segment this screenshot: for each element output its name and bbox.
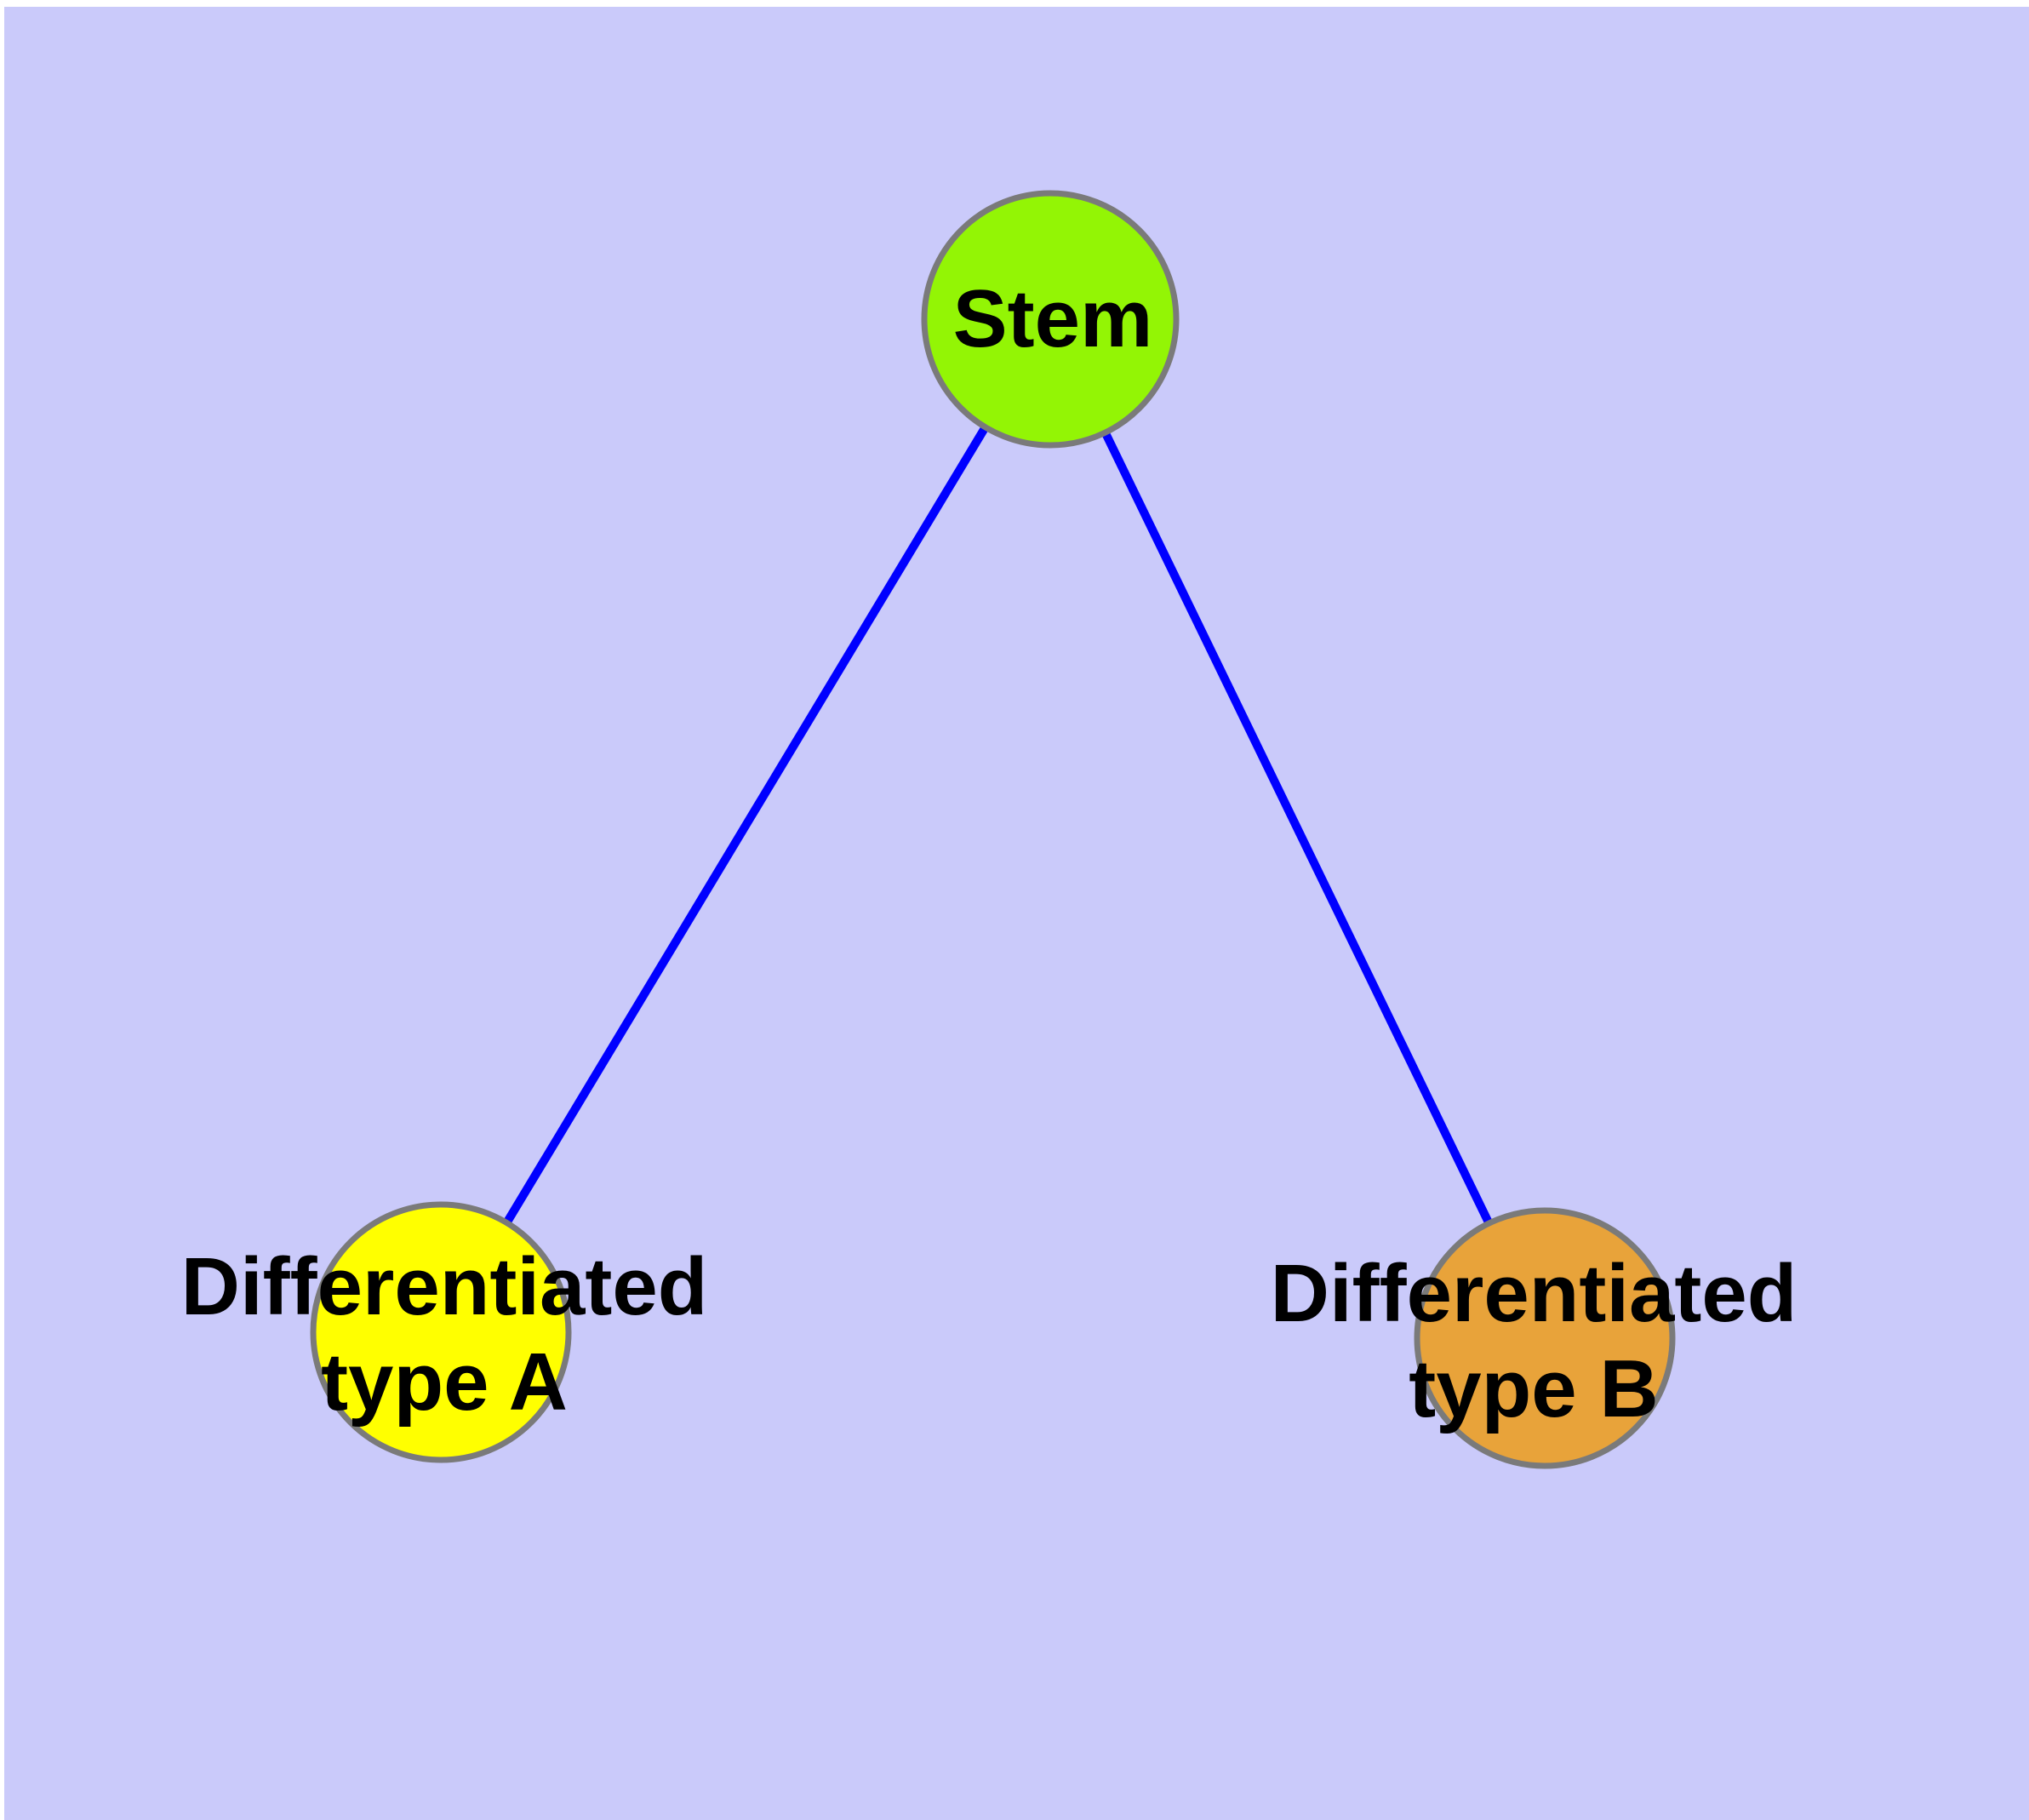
edge-stem-to-type-a	[437, 317, 1055, 1335]
diagram-panel: Stem Differentiated type A Differentiate…	[4, 7, 2029, 1820]
graph-svg	[310, 190, 1676, 1469]
node-label-differentiated-type-a: Differentiated type A	[180, 1241, 708, 1428]
node-differentiated-type-b	[1414, 1207, 1676, 1469]
node-differentiated-type-a	[310, 1201, 572, 1463]
node-label-stem: Stem	[952, 273, 1153, 364]
node-stem	[921, 190, 1180, 449]
node-label-differentiated-type-b: Differentiated type B	[1270, 1248, 1798, 1434]
edge-stem-to-type-b	[1046, 317, 1549, 1341]
